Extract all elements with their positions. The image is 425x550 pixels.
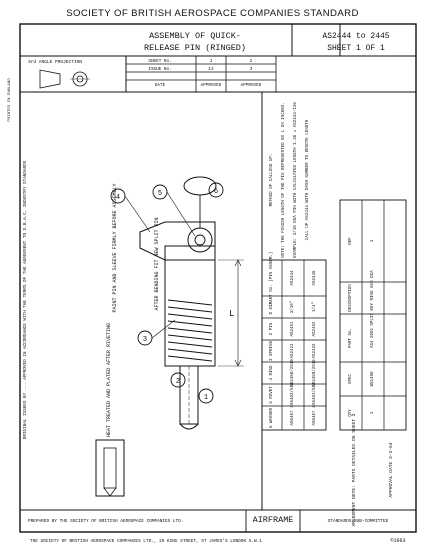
balloon-4: 4 [116, 194, 120, 202]
parts-cell-0-6: AS6467 [291, 410, 295, 426]
parts-cell-1-2: AS2452 [313, 321, 317, 337]
rev-approved-1: APPROVED [201, 83, 222, 88]
balloons: 4 6 5 3 2 1 [110, 182, 224, 404]
item-cell-0-3: BS1490 [371, 371, 375, 387]
address: THE SOCIETY OF BRITISH AEROSPACE COMPANI… [30, 539, 262, 544]
item-cell-0-4: 1 [371, 411, 375, 414]
balloon-1: 1 [204, 394, 208, 402]
rev-issue-1: 13 [208, 67, 214, 72]
rev-approved-2: APPROVED [241, 83, 262, 88]
projection-symbol [39, 69, 90, 89]
parts-cell-1-4: AS2459/2512 [312, 359, 317, 387]
drawing-title-line2: RELEASE PIN (RINGED) [144, 43, 246, 53]
balloon-2: 2 [176, 378, 180, 386]
side-left-text: ORIGINAL ISSUED BY ... APPROVED IN ACCOR… [23, 160, 28, 439]
item-header-1: DESCRIPTION [349, 284, 353, 312]
item-cell-0-2: AS4 2001 [371, 327, 375, 348]
dimension-L: L [229, 309, 234, 319]
airframe-label: AIRFRAME [253, 515, 294, 525]
printed-in-england: PRINTED IN ENGLAND [8, 78, 12, 122]
rev-issue-2: 3 [250, 67, 253, 72]
parts-header-2: 2 PIN [270, 322, 274, 335]
standard-title: SOCIETY OF BRITISH AEROSPACE COMPANIES S… [66, 8, 359, 19]
rev-header-2: 2 [250, 59, 253, 64]
drawing-number: AS2444 to 2445 [322, 32, 389, 41]
notes-line-0: METHOD OF CALLING UP: [270, 154, 274, 207]
parts-header-5: 5 RIVET [270, 386, 274, 404]
parts-header-3: 3 SPRING [270, 340, 274, 361]
item-header-0: REF [349, 237, 353, 245]
balloon-5: 5 [158, 190, 162, 198]
approval-date: APPROVAL DATE 3-3-64 [388, 442, 394, 497]
projection-label: 3rd ANGLE PROJECTION [28, 59, 82, 65]
amendment-note: AMENDMENT NOTE: PARTS DETAILED ON SHEET … [351, 413, 357, 526]
parts-cell-0-5: AS6462/510 [290, 382, 295, 408]
balloon-3: 3 [143, 336, 147, 344]
parts-cell-0-2: AS2451 [291, 321, 295, 337]
parts-cell-0-1: 3/16" [290, 301, 295, 314]
item-cell-0-0: 1 [371, 239, 375, 242]
item-table [339, 199, 407, 431]
notes-line-1: NOTE: THE FINISH LENGTH OF THE PIN REPRE… [282, 102, 286, 258]
note-1: PAINT PIN AND SLEEVE FIRMLY BEFORE ASSEM… [112, 183, 118, 312]
notes-line-3: CALL UP AS2444 WITH DASH NUMBER TO DENOT… [306, 119, 310, 240]
parts-cell-1-5: AS6463/512 [312, 382, 317, 408]
note-2: AFTER BENDING FIT NEW SPLIT PIN [154, 217, 160, 310]
rev-header-sheet: SHEET No. [148, 59, 171, 64]
item-cell-0-1: SPLIT KEY RING 5mm DIA [371, 270, 375, 326]
parts-header-4: 4 RING [270, 365, 274, 381]
notes-line-2: EXAMPLE: 3/16 DIA PIN WITH CALCULATED LE… [293, 102, 298, 258]
parts-cell-0-4: AS2458/2510 [290, 359, 295, 387]
parts-table [261, 259, 327, 431]
balloon-6: 6 [214, 188, 218, 196]
copyright: ©1963 [390, 537, 405, 544]
sheet-number: SHEET 1 OF 1 [327, 44, 385, 53]
parts-cell-0-3: AS2421 [291, 343, 295, 359]
parts-cell-1-3: AS2422 [313, 343, 317, 359]
parts-header-0: PART No. (PIN ASSEM.) [269, 252, 274, 305]
rev-date-label: DATE [155, 83, 166, 88]
parts-cell-1-0: AS2445 [313, 270, 317, 286]
note-3: HEAT TREATED AND PLATED AFTER RIVETING [106, 323, 112, 437]
parts-header-1: D DIA. [270, 299, 274, 314]
item-header-2: PART No. [349, 328, 353, 348]
item-header-3: SPEC [349, 373, 353, 384]
parts-cell-1-1: 1/4" [312, 302, 317, 312]
parts-header-6: 6 WASHER [270, 407, 274, 428]
rev-header-1: 1 [210, 59, 213, 64]
parts-cell-1-6: AS6467 [313, 410, 317, 426]
item-header-4: QTY [349, 409, 353, 417]
drawing-title-line1: ASSEMBLY OF QUICK- [149, 31, 241, 41]
committee: STANDARDS SUB-COMMITTEE [328, 519, 389, 524]
sheet-border [19, 23, 417, 533]
pin-assembly-drawing: L [95, 176, 244, 497]
parts-cell-0-0: AS2444 [291, 270, 295, 286]
prepared-by: PREPARED BY THE SOCIETY OF BRITISH AEROS… [28, 519, 183, 524]
rev-issue-label: ISSUE No. [148, 67, 171, 72]
